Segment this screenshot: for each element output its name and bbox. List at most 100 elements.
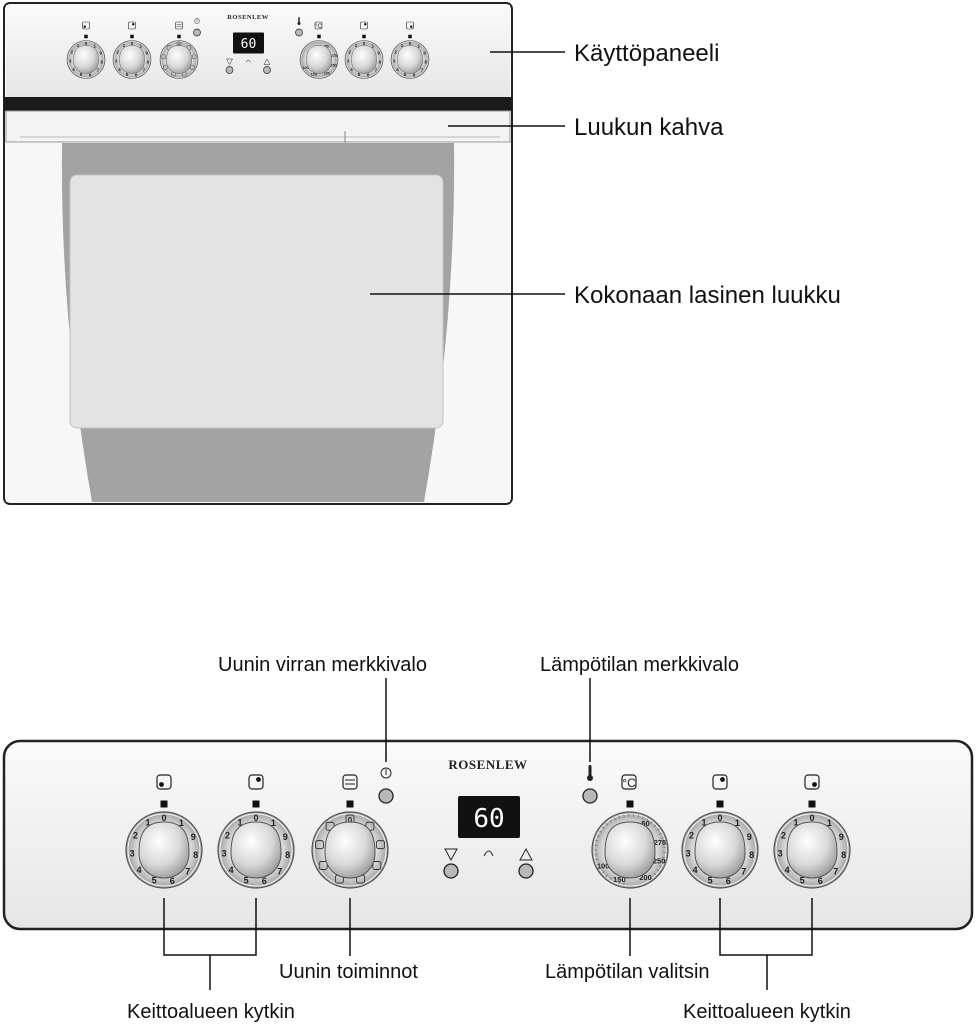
hob-zone-icon [804, 774, 820, 790]
position-marker [408, 34, 412, 39]
temp-dial-number: 250 [653, 857, 666, 866]
hob-zone-icon [406, 21, 414, 30]
dial-number: 4 [785, 865, 790, 875]
dial-number: 5 [404, 72, 407, 77]
label-temp-light: Lämpötilan merkkivalo [540, 654, 739, 676]
bell-icon [483, 850, 494, 857]
dial-number: 1 [793, 817, 798, 827]
dial-number: 9 [747, 832, 752, 842]
dial-number: 4 [229, 865, 234, 875]
dial-number: 5 [244, 875, 249, 885]
timer-plus-button[interactable] [263, 66, 271, 74]
dial-number: 5 [708, 875, 713, 885]
dial-number: 3 [69, 59, 72, 64]
celsius-icon: °C [315, 24, 322, 30]
dial-number: 3 [130, 848, 135, 858]
thermometer-icon [588, 765, 592, 777]
position-marker [317, 34, 321, 39]
dial-number: 2 [394, 50, 397, 55]
timer-minus-button[interactable] [225, 66, 234, 74]
timer-display-value: 60 [473, 804, 504, 834]
oven-mode-icon [175, 21, 183, 30]
function-symbol-icon [190, 65, 195, 70]
dial-number: 7 [277, 866, 282, 876]
dial-number: 6 [818, 876, 823, 886]
dial-number: 4 [350, 67, 353, 72]
dial-number: 1 [417, 44, 420, 49]
minus-triangle-icon [444, 848, 458, 862]
position-marker [130, 34, 134, 39]
function-symbol-icon [315, 840, 324, 850]
label-glass-door: Kokonaan lasinen luukku [574, 282, 841, 309]
dial-number: 9 [99, 50, 102, 55]
dial-number: 5 [152, 875, 157, 885]
brand-logo: ROSENLEW [227, 14, 269, 21]
dial-number: 1 [93, 44, 96, 49]
position-marker [626, 800, 634, 808]
dial-number: 3 [347, 59, 350, 64]
dial-number: 2 [689, 830, 694, 840]
bell-icon [245, 59, 251, 63]
hob-zone-icon [128, 21, 136, 30]
minus-triangle-icon [226, 58, 233, 66]
dial-number: 2 [225, 830, 230, 840]
dial-number: 8 [379, 60, 382, 65]
dial-number: 1 [179, 818, 184, 828]
position-marker [252, 800, 260, 808]
timer-plus-button[interactable] [518, 863, 534, 879]
dial-number: 6 [413, 72, 416, 77]
dial-number: 0 [809, 813, 814, 823]
dial-number: 7 [833, 866, 838, 876]
dial-number: 9 [377, 50, 380, 55]
position-marker [160, 800, 168, 808]
dial-number: 7 [741, 866, 746, 876]
temp-dial-number: 150 [311, 73, 317, 77]
position-marker [808, 800, 816, 808]
hob-zone-icon [712, 774, 728, 790]
dial-number: 9 [423, 50, 426, 55]
top-callouts: Käyttöpaneeli Luukun kahva Kokonaan lasi… [370, 40, 841, 309]
label-door-handle: Luukun kahva [574, 114, 724, 141]
power-indicator-light [193, 28, 201, 37]
dial-number: 0 [178, 42, 181, 47]
dial-number: 4 [118, 67, 121, 72]
dial-number: 8 [285, 850, 290, 860]
dial-number: 9 [145, 50, 148, 55]
dial-number: 6 [89, 72, 92, 77]
dial-number: 7 [185, 866, 190, 876]
hob-zone-icon [248, 774, 264, 790]
dial-number: 8 [147, 60, 150, 65]
dial-number: 0 [85, 41, 88, 46]
bottom-callouts: Uunin virran merkkivalo Lämpötilan merkk… [127, 654, 851, 1023]
oven-function-knob[interactable]: 0 [311, 811, 389, 889]
temperature-indicator-light [582, 788, 598, 804]
oven-function-knob[interactable]: 0 [159, 40, 199, 79]
function-symbol-icon [192, 54, 197, 60]
glass-door[interactable] [69, 174, 444, 429]
timer-minus-button[interactable] [443, 863, 459, 879]
function-symbol-icon [376, 840, 385, 850]
temp-dial-number: 50 [641, 819, 649, 828]
oven-mode-icon [342, 774, 358, 790]
plus-triangle-icon [519, 847, 533, 861]
dial-number: 8 [749, 850, 754, 860]
label-hob-switch-right: Keittoalueen kytkin [683, 1001, 851, 1023]
label-oven-functions: Uunin toiminnot [279, 961, 418, 983]
dial-number: 0 [161, 813, 166, 823]
power-icon [380, 767, 392, 779]
dial-number: 8 [193, 850, 198, 860]
temp-dial-number: 275 [331, 54, 337, 58]
dial-number: 8 [425, 60, 428, 65]
